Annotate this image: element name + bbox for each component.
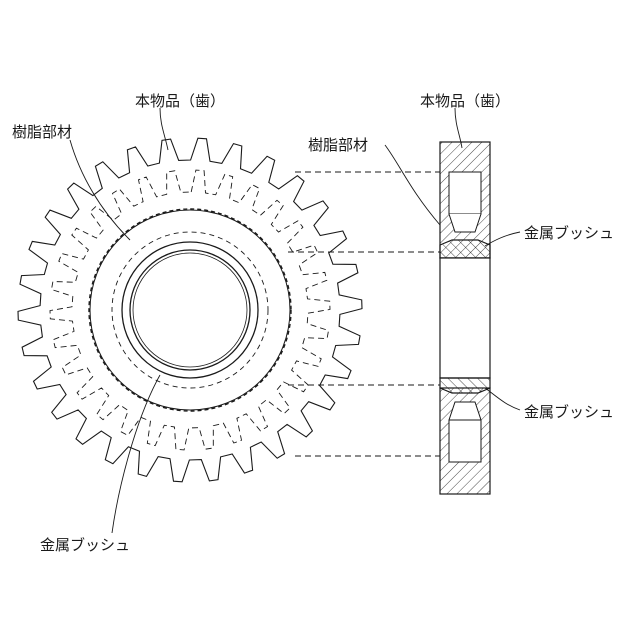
section-bore bbox=[440, 258, 490, 378]
metal-bush-knurled-rim bbox=[90, 210, 290, 410]
label-main-part-right: 本物品（歯） bbox=[420, 92, 510, 110]
resin-member-hidden-outline bbox=[50, 170, 330, 450]
projection-lines bbox=[288, 172, 440, 456]
gear-section-view bbox=[440, 142, 490, 494]
label-resin-right: 樹脂部材 bbox=[308, 136, 368, 154]
label-metal-bush-left: 金属ブッシュ bbox=[40, 536, 130, 554]
label-metal-bush-right-upper: 金属ブッシュ bbox=[524, 224, 614, 242]
metal-bush-outer-ring bbox=[122, 242, 258, 378]
label-resin-left: 樹脂部材 bbox=[12, 123, 72, 141]
gear-tooth-outline bbox=[18, 138, 362, 482]
label-metal-bush-right-lower: 金属ブッシュ bbox=[524, 403, 614, 421]
bore-inner-circle bbox=[133, 253, 247, 367]
section-upper-cavity-chamfer bbox=[449, 214, 481, 232]
metal-bush-outer-dashed bbox=[112, 232, 268, 388]
section-lower-cavity bbox=[449, 402, 481, 462]
section-upper-cavity bbox=[449, 172, 481, 214]
label-main-part-left: 本物品（歯） bbox=[135, 92, 225, 110]
gear-front-view bbox=[18, 138, 362, 482]
bore-circle bbox=[130, 250, 250, 370]
section-upper-metal-bush bbox=[440, 240, 490, 258]
